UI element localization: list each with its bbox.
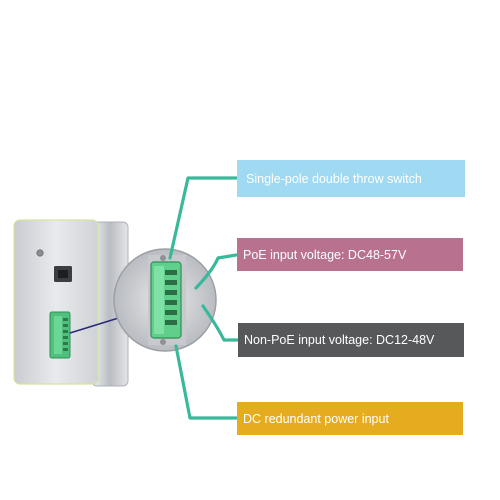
connector-line-poe	[194, 253, 238, 290]
connector-line-dc-redundant	[174, 344, 238, 420]
ethernet-port-icon	[54, 266, 72, 282]
callout-dc-redundant-label: DC redundant power input	[243, 411, 389, 426]
zoom-indicator-line	[69, 315, 126, 334]
callout-spdt-switch: Single-pole double throw switch	[237, 160, 465, 197]
connector-line-switch	[168, 176, 238, 260]
connector-lines	[168, 176, 239, 420]
magnified-terminal-view	[113, 248, 217, 352]
status-led	[36, 249, 44, 257]
device-front-panel	[13, 219, 99, 385]
callout-poe-input-label: PoE input voltage: DC48-57V	[243, 247, 407, 262]
callout-nonpoe-input: Non-PoE input voltage: DC12-48V	[238, 323, 464, 357]
callout-nonpoe-input-label: Non-PoE input voltage: DC12-48V	[244, 333, 435, 347]
device-enclosure	[13, 219, 129, 387]
callout-poe-input: PoE input voltage: DC48-57V	[237, 238, 463, 271]
connector-line-nonpoe	[201, 304, 239, 342]
callout-dc-redundant: DC redundant power input	[237, 402, 463, 435]
terminal-block-small	[49, 311, 71, 359]
callout-spdt-switch-label: Single-pole double throw switch	[246, 171, 422, 186]
